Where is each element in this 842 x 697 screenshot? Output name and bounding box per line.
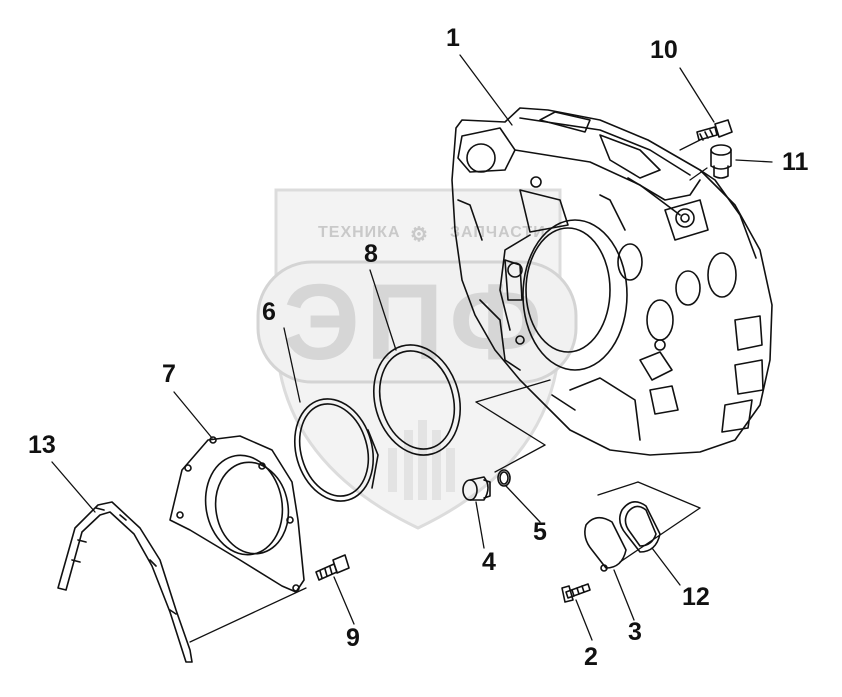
part-label-9: 9 [346,624,360,652]
part-label-4: 4 [482,548,496,576]
watermark-brand-left: ТЕХНИКА [318,224,401,241]
gasket-13 [57,501,193,663]
plug-11 [710,144,732,179]
part-label-3: 3 [628,618,642,646]
cover-3 [584,516,627,572]
part-label-13: 13 [28,431,56,459]
plug-4 [462,476,491,501]
part-label-12: 12 [682,583,710,611]
part-label-1: 1 [446,24,460,52]
flywheel-housing [451,107,773,456]
part-label-11: 11 [782,148,809,176]
part-label-8: 8 [364,240,378,268]
bolt-9 [315,554,350,581]
gear-icon: ⚙ [410,224,429,246]
watermark-brand-right: ЗАПЧАСТИ [450,224,546,241]
part-label-2: 2 [584,643,598,671]
part-label-7: 7 [162,360,176,388]
watermark-logo-letters: ЭПФ [283,261,548,382]
bolt-2 [561,583,591,603]
o-ring-5 [497,469,511,487]
gasket-12 [618,501,661,553]
part-label-10: 10 [650,36,678,64]
seal-ring-6 [293,398,379,502]
bolt-10 [696,119,733,141]
o-ring-8 [372,344,462,456]
part-label-6: 6 [262,298,276,326]
seal-retainer-7 [169,435,305,593]
part-label-5: 5 [533,518,547,546]
leader-lines [51,54,773,643]
